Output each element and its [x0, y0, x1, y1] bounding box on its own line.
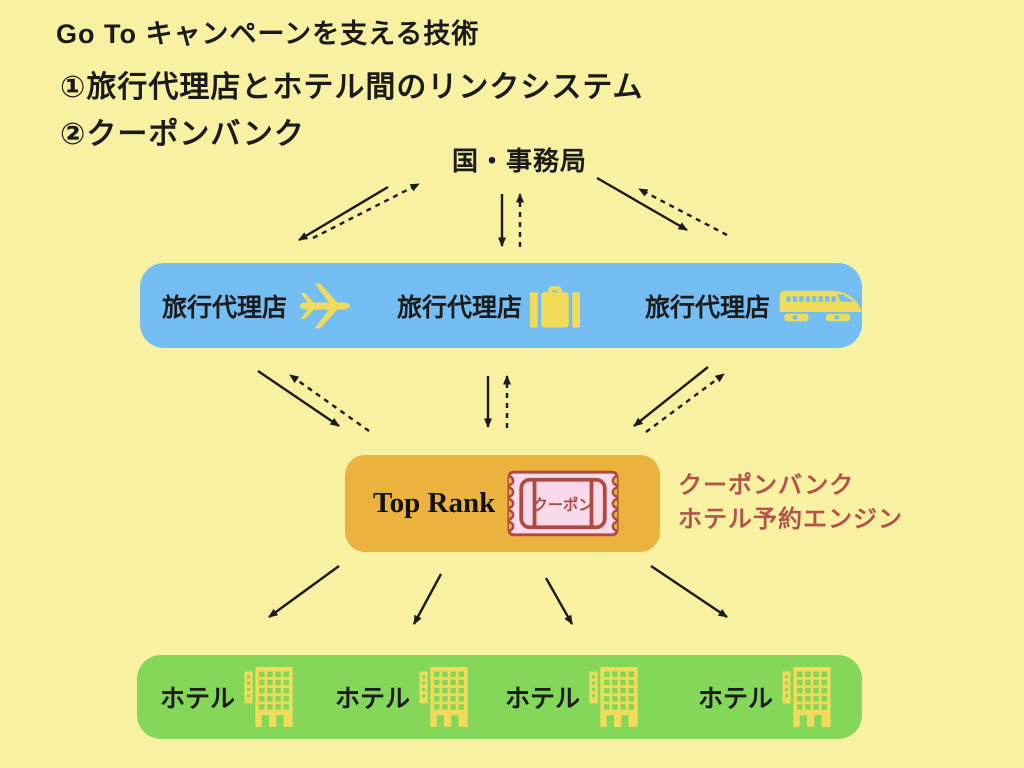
arrow-agency-to-coupon-left [257, 370, 340, 427]
coupon-ticket-icon: クーポン [507, 470, 619, 537]
hotel-label: ホテル [160, 685, 236, 713]
arrow-coupon-to-hotel-4 [650, 565, 728, 618]
agency-label: 旅行代理店 [645, 293, 771, 322]
side-note-line-1: クーポンバンク [678, 472, 855, 499]
secretariat-node-label: 国・事務局 [452, 146, 588, 176]
arrow-coupon-to-agency-right [645, 373, 725, 433]
hotel-bar: ホテル ホテル [137, 655, 862, 739]
coupon-box-label: Top Rank [373, 487, 496, 519]
subtitle-coupon-bank: ②クーポンバンク [60, 118, 305, 151]
subtitle-link-system: ①旅行代理店とホテル間のリンクシステム [60, 71, 644, 104]
side-note: クーポンバンク ホテル予約エンジン [678, 469, 903, 537]
agency-item-3: 旅行代理店 [645, 263, 863, 348]
suitcase-icon [530, 285, 581, 328]
arrow-agency-to-secretariat-right [638, 187, 728, 237]
building-icon [782, 667, 831, 727]
arrow-coupon-to-hotel-1 [268, 565, 340, 618]
airplane-icon [299, 283, 351, 328]
agency-bar: 旅行代理店 旅行代理店 [140, 263, 863, 348]
hotel-item-1: ホテル [160, 655, 295, 739]
arrow-coupon-to-hotel-3 [544, 577, 574, 625]
hotel-label: ホテル [335, 685, 411, 713]
arrow-coupon-to-agency-left [289, 374, 370, 432]
hotel-label: ホテル [698, 685, 774, 713]
coupon-ticket-label: クーポン [533, 496, 594, 514]
arrow-coupon-to-hotel-2 [412, 573, 443, 625]
arrow-secretariat-to-agency-right [596, 176, 688, 232]
arrow-secretariat-to-agency-left [298, 185, 389, 242]
hotel-item-3: ホテル [505, 655, 640, 739]
side-note-line-2: ホテル予約エンジン [678, 506, 903, 533]
building-icon [419, 667, 468, 727]
bullet-train-icon [779, 290, 863, 322]
coupon-bank-box: Top Rank クーポン [345, 455, 660, 552]
building-icon [244, 667, 293, 727]
agency-item-2: 旅行代理店 [397, 263, 581, 348]
arrow-agency-to-coupon-right [633, 366, 709, 427]
hotel-item-2: ホテル [335, 655, 470, 739]
arrow-agency-to-secretariat-left [312, 182, 420, 240]
page-title: Go To キャンペーンを支える技術 [56, 19, 480, 49]
hotel-item-4: ホテル [698, 655, 833, 739]
agency-label: 旅行代理店 [162, 293, 288, 322]
hotel-label: ホテル [505, 685, 581, 713]
building-icon [589, 667, 638, 727]
agency-label: 旅行代理店 [397, 293, 523, 322]
agency-item-1: 旅行代理店 [162, 263, 353, 348]
